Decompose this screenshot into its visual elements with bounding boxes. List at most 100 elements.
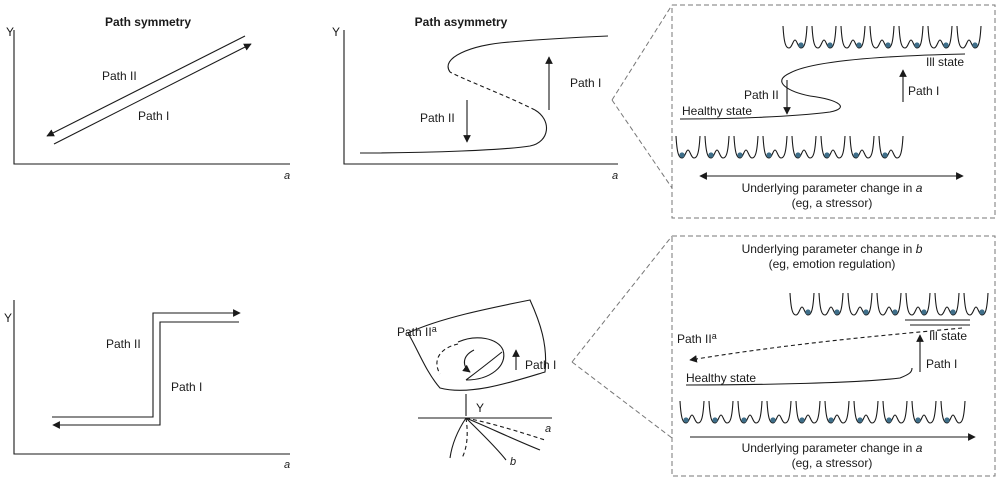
healthy-state-label: Healthy state: [686, 371, 756, 385]
path-i-label: Path I: [171, 380, 202, 394]
panel-path-symmetry: Path symmetry Y a Path II Path I: [6, 15, 290, 182]
potential-well: [956, 25, 982, 49]
parameter-caption-line1: Underlying parameter change in a: [742, 181, 923, 195]
healthy-state-label: Healthy state: [682, 104, 752, 118]
path-ii-arrow: [52, 321, 239, 429]
y-axis-label: Y: [6, 25, 14, 39]
path-ii-curl-arrow: [462, 349, 475, 373]
potential-well: [905, 292, 931, 316]
detail-frame: [671, 4, 996, 219]
potential-well: [876, 292, 902, 316]
path-i-label: Path I: [525, 358, 556, 372]
curve-lower-branch: [679, 95, 841, 120]
state-ball: [805, 309, 811, 315]
potential-well: [940, 400, 966, 424]
state-ball: [798, 42, 804, 48]
x-axis-label: a: [284, 170, 290, 182]
panel-cusp-surface: Path IIa Path I Y a b: [397, 299, 556, 468]
state-ball: [856, 42, 862, 48]
state-ball: [979, 309, 985, 315]
potential-well: [704, 135, 730, 159]
potential-well: [849, 135, 875, 159]
state-ball: [915, 417, 921, 423]
potential-well: [762, 135, 788, 159]
path-i-label: Path I: [926, 357, 957, 371]
potential-well: [963, 292, 989, 316]
ill-state-label: Ill state: [926, 55, 964, 69]
s-curve-upper: [447, 35, 609, 73]
potential-well: [679, 400, 705, 424]
healthy-state-landscapes: [675, 135, 904, 159]
parameter-caption-line2: (eg, a stressor): [792, 196, 873, 210]
detail-landscape-regulation: Underlying parameter change in b (eg, em…: [671, 235, 996, 477]
x-axis-label: a: [284, 459, 290, 471]
state-ball: [770, 417, 776, 423]
potential-well: [791, 135, 817, 159]
potential-well: [853, 400, 879, 424]
path-i-arrow: [52, 309, 241, 418]
zoom-connector: [611, 99, 673, 189]
cusp-projection-left: [449, 417, 467, 459]
path-ii-label: Path II: [102, 69, 137, 83]
cusp-projection-dashed: [461, 417, 468, 459]
state-ball: [834, 309, 840, 315]
state-ball: [950, 309, 956, 315]
state-ball: [921, 309, 927, 315]
panel-step-hysteresis: Y a Path II Path I: [4, 300, 290, 471]
cusp-projection-right: [465, 417, 541, 451]
state-ball: [972, 42, 978, 48]
potential-well: [878, 135, 904, 159]
panel-title: Path asymmetry: [415, 15, 508, 29]
cusp-surface-outline: [407, 299, 547, 391]
path-i-label: Path I: [138, 109, 169, 123]
path-i-arrow: [53, 43, 252, 145]
potential-well: [911, 400, 937, 424]
potential-well: [882, 400, 908, 424]
state-ball: [944, 417, 950, 423]
parameter-caption-line2: (eg, a stressor): [792, 456, 873, 470]
detail-landscape-stressor: Ill state Healthy state Path II Path I U…: [671, 4, 996, 219]
path-ii-label: Path IIa: [397, 324, 437, 339]
zoom-connector: [611, 4, 673, 101]
state-ball: [799, 417, 805, 423]
curve-upper-branch: [789, 53, 966, 74]
state-ball: [827, 42, 833, 48]
potential-well: [934, 292, 960, 316]
axes: [13, 30, 290, 165]
state-ball: [885, 42, 891, 48]
state-ball: [853, 152, 859, 158]
potential-well: [766, 400, 792, 424]
zoom-connector: [571, 361, 673, 439]
path-ii-arrow: [46, 35, 246, 137]
state-ball: [795, 152, 801, 158]
state-ball: [857, 417, 863, 423]
path-ii-label: Path II: [744, 88, 779, 102]
potential-well: [795, 400, 821, 424]
panel-path-asymmetry: Path asymmetry Y a Path I Path II: [332, 15, 618, 182]
s-curve-unstable: [449, 71, 536, 111]
state-ball: [892, 309, 898, 315]
a-axis-label: a: [545, 423, 551, 435]
potential-well: [708, 400, 734, 424]
y-axis-label: Y: [4, 311, 12, 325]
potential-well: [737, 400, 763, 424]
state-ball: [708, 152, 714, 158]
potential-well: [733, 135, 759, 159]
panel-title: Path symmetry: [105, 15, 191, 29]
path-ii-label: Path IIa: [677, 331, 717, 346]
curve-fold: [781, 72, 811, 97]
potential-well: [782, 25, 808, 49]
cusp-fold-lower: [465, 351, 503, 381]
zoom-connector: [571, 235, 673, 363]
ill-state-label: Ill state: [929, 329, 967, 343]
state-ball: [863, 309, 869, 315]
y-axis-label: Y: [476, 401, 484, 415]
state-ball: [712, 417, 718, 423]
axes: [13, 300, 290, 455]
x-axis-label: a: [612, 170, 618, 182]
axes: [343, 30, 618, 165]
potential-well: [847, 292, 873, 316]
cusp-fold-upper: [457, 337, 505, 381]
potential-well: [869, 25, 895, 49]
potential-well: [840, 25, 866, 49]
